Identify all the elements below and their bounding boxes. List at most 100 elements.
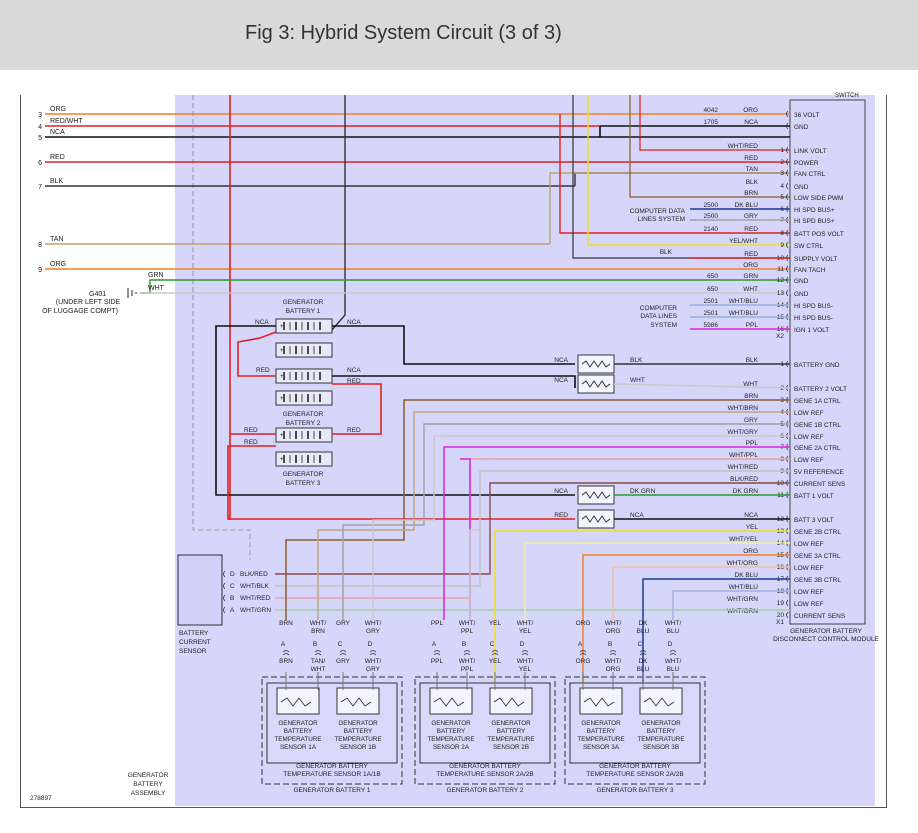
data-lines-label: COMPUTER DATA — [630, 208, 686, 215]
header-bar: Fig 3: Hybrid System Circuit (3 of 3) — [0, 0, 918, 70]
wire-color-label: YEL — [746, 524, 759, 531]
harness-connector — [339, 650, 347, 656]
harness-connector — [491, 650, 499, 656]
module-pin-label: 5V REFERENCE — [794, 469, 845, 476]
wire-color-label: WHT/BLU — [729, 298, 759, 305]
connector-x2: X2 — [776, 333, 784, 340]
connector-mark — [786, 229, 789, 237]
sensor-pin: C — [230, 583, 235, 590]
harness-pin: A — [432, 641, 437, 648]
ground-id: G401 — [89, 291, 106, 298]
harness-pin: B — [313, 641, 317, 648]
blk-label: BLK — [660, 249, 673, 256]
wire-color-label: WHT/BLU — [729, 584, 759, 591]
module-pin-label: LOW REF — [794, 601, 824, 608]
sensor-name: SENSOR 2B — [493, 744, 529, 751]
battery-2-lower — [275, 390, 333, 406]
module-name: GENERATOR BATTERY — [790, 628, 862, 635]
wire-color-label: BRN — [744, 393, 758, 400]
harness-wire-label: BLU — [637, 628, 650, 635]
battery-wire-label: RED — [347, 378, 361, 385]
thermistor-icon — [433, 697, 465, 707]
connector-mark — [786, 241, 789, 249]
wire-pin-number: 7 — [38, 184, 42, 191]
harness-pin: B — [608, 641, 612, 648]
sensor-pin: B — [230, 595, 234, 602]
fuse-out-label: NCA — [630, 512, 644, 519]
sensor-text: TEMPERATURE — [427, 736, 474, 743]
module-pin-label: HI SPD BUS+ — [794, 207, 835, 214]
module-pin-label: BATT POS VOLT — [794, 231, 844, 238]
module-pin-label: BATTERY GND — [794, 362, 840, 369]
connector-mark — [223, 570, 226, 578]
battery-nca-left — [215, 325, 575, 496]
plus-sign: + — [280, 457, 284, 463]
battery-label: GENERATOR — [283, 299, 324, 306]
wire-pin-number: 8 — [38, 242, 42, 249]
wire-pin-number: 5 — [38, 135, 42, 142]
wire-color-label: ORG — [743, 262, 758, 269]
harness-wire-label: DK — [638, 620, 648, 627]
module-pin-label: CURRENT SENS — [794, 613, 846, 620]
module-pin-label: GENE 1A CTRL — [794, 398, 841, 405]
harness-connector — [282, 650, 290, 656]
harness-dummy2 — [469, 529, 480, 620]
harness-wire-label: WHT/ — [665, 658, 682, 665]
wire-wht-red-link — [639, 95, 790, 151]
battery-label: BATTERY 2 — [286, 420, 321, 427]
module-pin-label: LINK VOLT — [794, 148, 827, 155]
module-pin-label: BATT 3 VOLT — [794, 517, 834, 524]
battery-wire-label: RED — [347, 427, 361, 434]
fuse-in-label: NCA — [554, 377, 568, 384]
wire-color-label: ORG — [743, 107, 758, 114]
harness-pin: D — [520, 641, 525, 648]
battery-wire-label: RED — [244, 439, 258, 446]
wire-color-label: WHT/BLU — [729, 310, 759, 317]
circuit-number: 5986 — [704, 322, 719, 329]
generator-battery-label: GENERATOR BATTERY 2 — [446, 787, 523, 794]
wire-color-label: DK BLU — [735, 202, 759, 209]
wire-color-label: BRN — [744, 190, 758, 197]
wire-color-label: WHT/RED — [728, 143, 759, 150]
harness-wire-label: DK — [638, 658, 648, 665]
wire-color-label: PPL — [746, 322, 759, 329]
harness-wire-label: WHT/ — [517, 620, 534, 627]
wire-color-label: ORG — [743, 548, 758, 555]
wire-color-label: DK GRN — [733, 488, 759, 495]
fuse-in-label: NCA — [554, 357, 568, 364]
wire-color-label: WHT — [743, 381, 758, 388]
module-pin-label: IGN 1 VOLT — [794, 327, 829, 334]
harness-connector — [639, 650, 647, 656]
sensor-text: GENERATOR — [641, 720, 681, 727]
wire-color-label: GRY — [744, 417, 759, 424]
module-pin-label: LOW REF — [794, 457, 824, 464]
module-pin-label: GND — [794, 124, 809, 131]
data-lines-label: SYSTEM — [650, 322, 677, 329]
sensor-label: SENSOR — [179, 648, 207, 655]
current-sensor-box — [177, 554, 223, 626]
wire-color-label: WHT/GRN — [727, 608, 758, 615]
harness-connector — [669, 650, 677, 656]
pin-number: 3 — [780, 170, 784, 177]
sensor-wire-label: WHT/BLK — [240, 583, 270, 590]
module-pin-label: BATTERY 2 VOLT — [794, 386, 847, 393]
circuit-number: 1705 — [704, 119, 719, 126]
sensor-text: BATTERY — [284, 728, 313, 735]
connector-mark — [786, 122, 789, 130]
dashed-boundary — [192, 95, 251, 560]
harness-connector — [521, 650, 529, 656]
plus-sign: + — [280, 374, 284, 380]
sensor-text: GENERATOR — [431, 720, 471, 727]
connector-mark — [786, 158, 789, 166]
circuit-number: 2500 — [704, 202, 719, 209]
thermistor-box — [489, 687, 533, 715]
pin-number: 5 — [780, 194, 784, 201]
wire-color-label: ORG — [50, 106, 66, 113]
harness-wire-label: WHT/ — [365, 658, 382, 665]
module-pin-label: SW CTRL — [794, 243, 824, 250]
wire-color-label: WHT/PPL — [729, 452, 758, 459]
sensor-label: CURRENT — [179, 639, 211, 646]
cs-wire-c — [275, 470, 790, 587]
circuit-number: 650 — [707, 286, 718, 293]
